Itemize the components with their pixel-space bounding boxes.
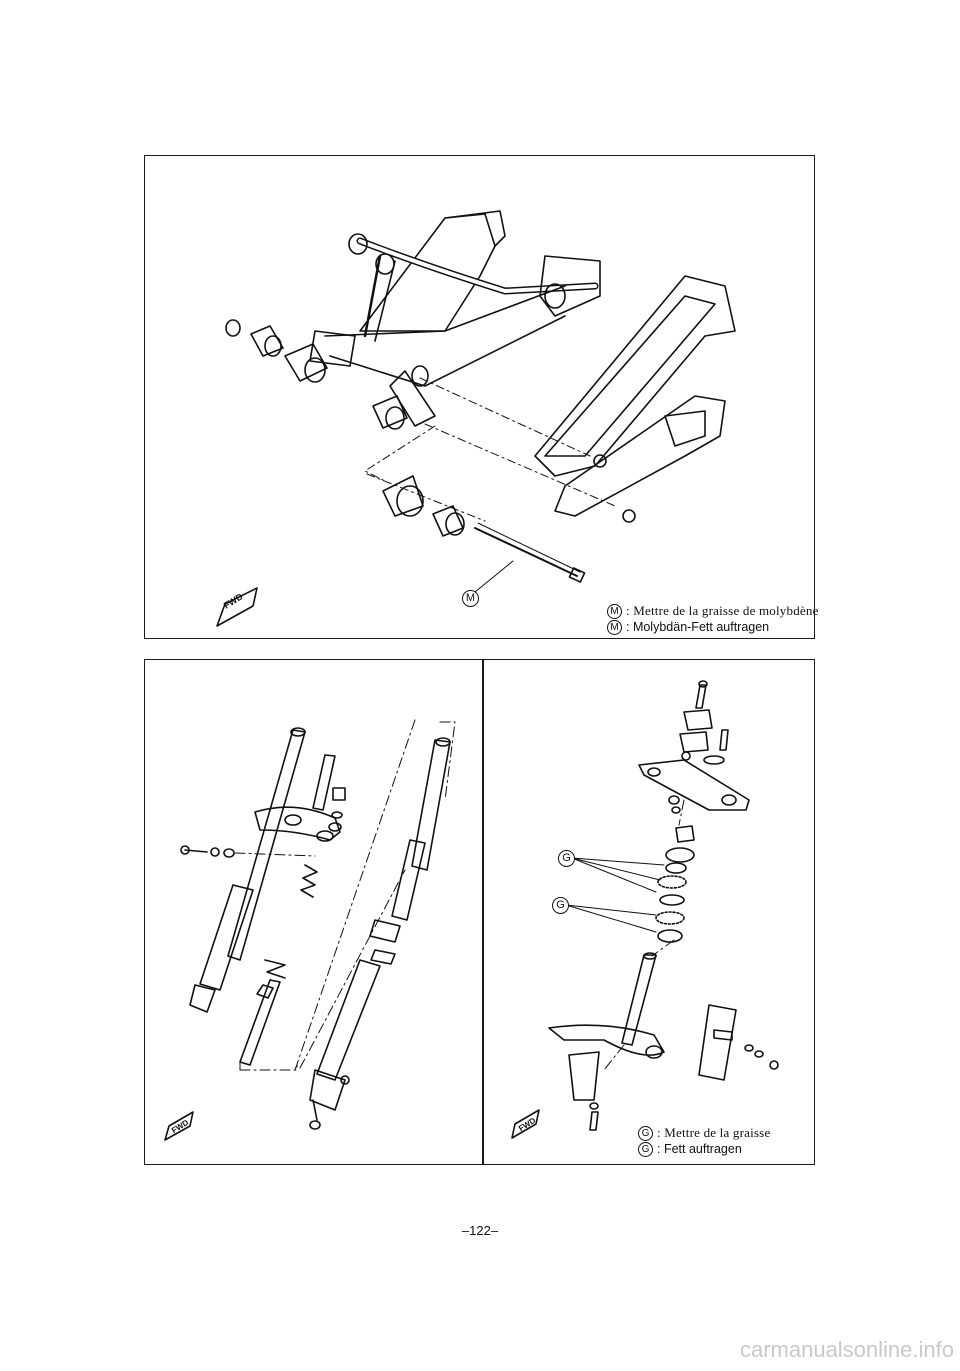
- legend-row-fr: M : Mettre de la graisse de molybdène: [607, 603, 819, 619]
- legend: M : Mettre de la graisse de molybdène M …: [607, 603, 819, 635]
- legend-symbol: M: [607, 603, 622, 619]
- steering-head-diagram: G G FWD G : Mettre de la graisse G : Fet…: [484, 660, 814, 1164]
- legend-text: : Molybdän-Fett auftragen: [626, 620, 770, 634]
- legend-symbol: M: [607, 619, 622, 635]
- bushings: [225, 319, 636, 537]
- legend-text: : Fett auftragen: [657, 1142, 742, 1156]
- front-fork-exploded-drawing: [164, 719, 456, 1141]
- fwd-arrow-shape: [216, 587, 258, 627]
- alignment-lines: [364, 377, 616, 522]
- panel-divider: [482, 659, 484, 1165]
- chain-guard: [534, 275, 736, 517]
- pivot-shaft: [474, 522, 586, 583]
- swingarm-diagram-panel: M FWD M : Mettre de la graisse de molybd…: [144, 155, 818, 639]
- legend-symbol: G: [638, 1141, 653, 1157]
- legend-row-fr: G : Mettre de la graisse: [638, 1125, 770, 1141]
- callout-grease: G: [552, 897, 569, 914]
- swingarm: [309, 210, 601, 427]
- page-number: –122–: [461, 1223, 499, 1238]
- watermark: carmanualsonline.info: [739, 1337, 954, 1362]
- legend: G : Mettre de la graisse G : Fett auftra…: [638, 1125, 770, 1157]
- legend-row-de: G : Fett auftragen: [638, 1141, 770, 1157]
- steering-head-exploded-drawing: [511, 680, 779, 1139]
- callout-grease: G: [558, 850, 575, 867]
- swingarm-exploded-drawing: [216, 210, 736, 627]
- legend-text: : Mettre de la graisse de molybdène: [626, 603, 819, 618]
- legend-text: : Mettre de la graisse: [657, 1125, 771, 1140]
- legend-row-de: M : Molybdän-Fett auftragen: [607, 619, 819, 635]
- front-fork-diagram: FWD: [145, 660, 482, 1164]
- front-fork-steering-panel: [144, 659, 815, 1165]
- callout-molybdenum: M: [462, 590, 479, 607]
- legend-symbol: G: [638, 1125, 653, 1141]
